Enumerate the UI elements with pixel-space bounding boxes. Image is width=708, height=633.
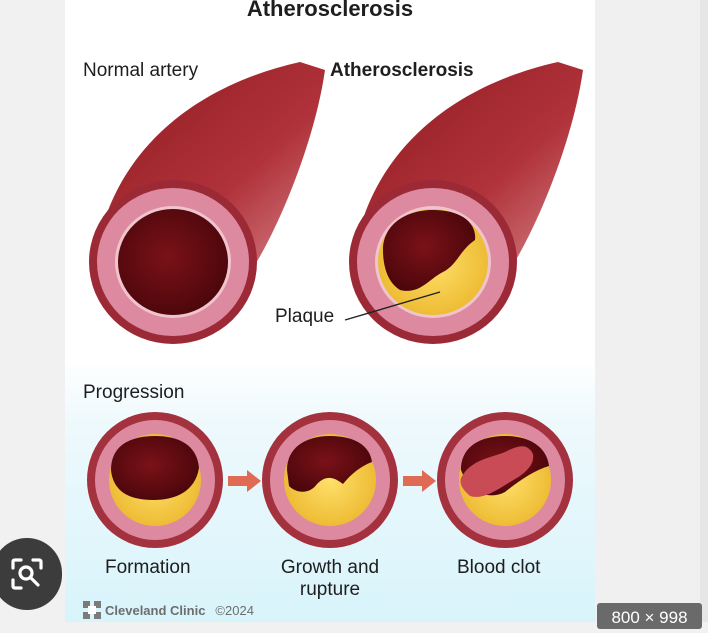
lens-search-icon <box>11 558 43 590</box>
normal-artery <box>89 62 325 344</box>
progression-label: Progression <box>83 382 185 403</box>
brand-name: Cleveland Clinic <box>105 602 206 618</box>
plaque-pointer <box>344 291 441 321</box>
artery-illustration <box>87 62 583 548</box>
brand-credit: Cleveland Clinic ©2024 <box>83 600 254 620</box>
stage-formation <box>87 412 223 548</box>
diseased-artery <box>344 62 583 344</box>
stage-label-formation: Formation <box>105 557 191 578</box>
arrow-1 <box>228 470 261 492</box>
scroll-edge <box>700 0 708 622</box>
cleveland-clinic-logo-icon <box>83 601 101 619</box>
stage-label-clot: Blood clot <box>457 557 541 578</box>
stage-clot <box>437 412 573 548</box>
page-background-right <box>595 0 708 622</box>
atherosclerosis-label: Atherosclerosis <box>330 60 474 81</box>
lens-search-button[interactable] <box>0 538 62 610</box>
figure-title: Atherosclerosis <box>246 0 414 21</box>
normal-artery-label: Normal artery <box>83 60 199 81</box>
plaque-label: Plaque <box>275 306 335 327</box>
stage-label-growth: Growth and rupture <box>280 557 380 600</box>
arrow-2 <box>403 470 436 492</box>
copyright: ©2024 <box>215 602 254 618</box>
atherosclerosis-image[interactable]: Atherosclerosis Normal artery Atheroscle… <box>65 0 595 622</box>
stage-growth <box>262 412 398 548</box>
image-dimensions-badge: 800 × 998 <box>597 603 702 629</box>
